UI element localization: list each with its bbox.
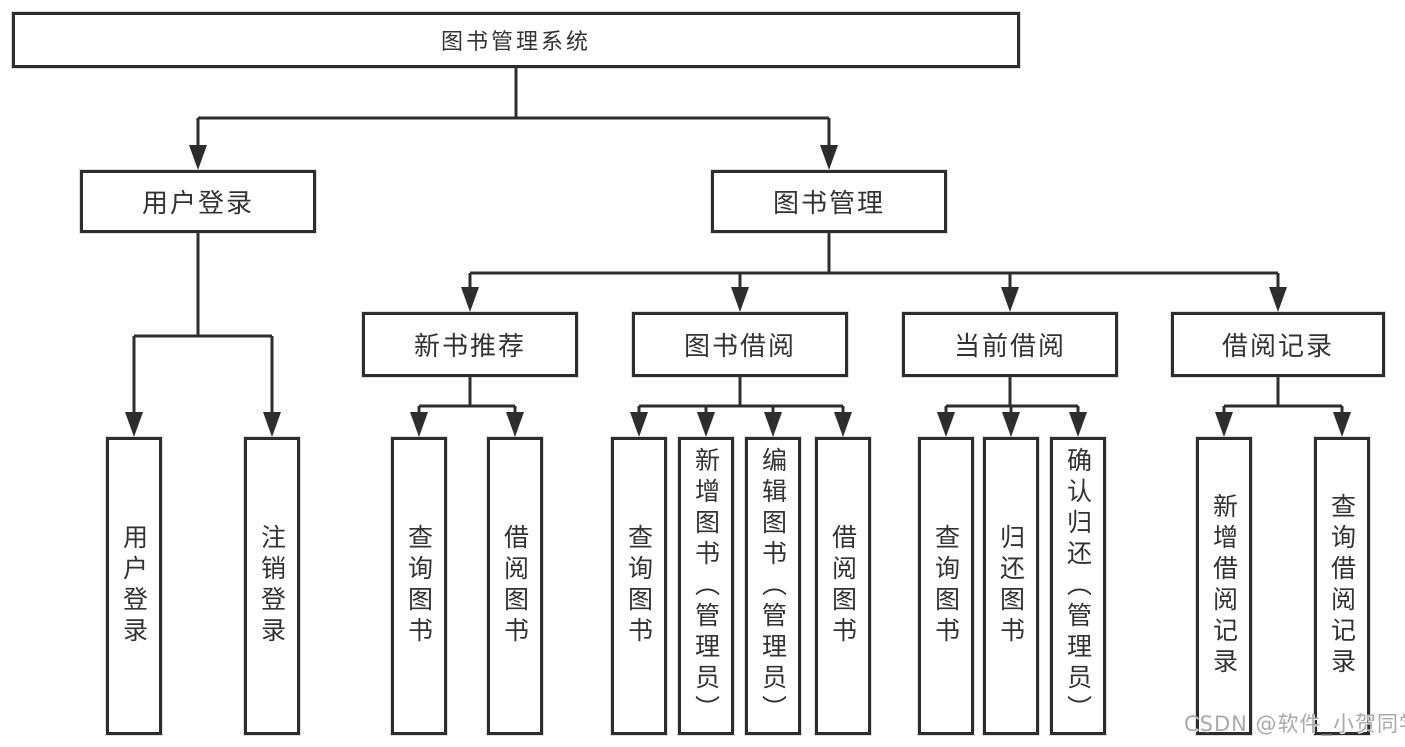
node-user-login: 用户登录 — [80, 170, 316, 233]
node-label: 注销登录 — [257, 524, 287, 648]
node-label: 查询图书 — [931, 524, 961, 648]
connector-book-mgmt-to-level3 — [468, 233, 1280, 291]
node-query-borrow-record: 查询借阅记录 — [1314, 437, 1370, 735]
node-label: 查询图书 — [624, 524, 654, 648]
node-label: 借阅图书 — [828, 524, 858, 648]
node-query-books-1: 查询图书 — [391, 437, 447, 735]
node-borrow-books-1: 借阅图书 — [487, 437, 543, 735]
node-label: 确认归还（管理员） — [1063, 446, 1093, 726]
node-add-books-admin: 新增图书（管理员） — [678, 437, 734, 735]
node-label: 新书推荐 — [413, 332, 526, 362]
node-label: 图书借阅 — [683, 332, 796, 362]
node-return-books: 归还图书 — [983, 437, 1039, 735]
node-label: 用户登录 — [141, 189, 254, 219]
node-add-borrow-record: 新增借阅记录 — [1196, 437, 1252, 735]
node-label: 当前借阅 — [953, 332, 1066, 362]
node-label: 新增图书（管理员） — [691, 446, 721, 726]
connector-new-book-rec-to-leaves — [417, 377, 517, 415]
connector-borrow-record-to-leaves — [1222, 377, 1344, 415]
node-borrow-books-2: 借阅图书 — [815, 437, 871, 735]
connector-book-borrow-to-leaves — [637, 377, 845, 415]
node-library-management-system: 图书管理系统 — [12, 12, 1020, 68]
node-user-login-leaf: 用户登录 — [106, 437, 162, 735]
node-new-book-recommendation: 新书推荐 — [362, 312, 578, 377]
node-confirm-return-admin: 确认归还（管理员） — [1050, 437, 1106, 735]
node-book-management: 图书管理 — [711, 170, 947, 233]
node-logout: 注销登录 — [244, 437, 300, 735]
node-query-books-3: 查询图书 — [918, 437, 974, 735]
node-borrowing-records: 借阅记录 — [1171, 312, 1385, 377]
connector-current-borrow-to-leaves — [944, 377, 1080, 415]
node-label: 用户登录 — [119, 524, 149, 648]
node-query-books-2: 查询图书 — [611, 437, 667, 735]
node-label: 借阅记录 — [1221, 332, 1334, 362]
node-label: 新增借阅记录 — [1209, 493, 1239, 679]
connector-user-login-to-leaves — [132, 233, 274, 415]
node-book-borrowing: 图书借阅 — [632, 312, 848, 377]
node-label: 编辑图书（管理员） — [758, 446, 788, 726]
node-label: 借阅图书 — [500, 524, 530, 648]
node-label: 查询图书 — [404, 524, 434, 648]
node-label: 查询借阅记录 — [1327, 493, 1357, 679]
node-label: 归还图书 — [996, 524, 1026, 648]
node-current-borrowing: 当前借阅 — [902, 312, 1118, 377]
node-edit-books-admin: 编辑图书（管理员） — [745, 437, 801, 735]
node-label: 图书管理系统 — [440, 30, 591, 55]
watermark: CSDN @软件_小贺同学 — [1184, 712, 1405, 736]
node-label: 图书管理 — [772, 189, 885, 219]
connector-root-to-level2 — [196, 68, 831, 147]
